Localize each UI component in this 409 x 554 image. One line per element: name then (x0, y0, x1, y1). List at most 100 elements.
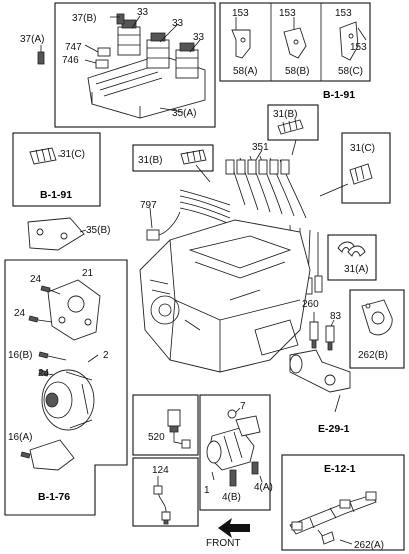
label-31b-top: 31(B) (273, 109, 297, 120)
label-351: 351 (252, 142, 269, 153)
starter-box: 7 1 4(B) 4(A) (199, 394, 273, 511)
label-58c: 58(C) (338, 66, 363, 77)
wire-boot-4 (258, 159, 268, 175)
switch-520-box: 520 (132, 394, 199, 456)
label-16a: 16(A) (8, 432, 32, 443)
harness-box: E-12-1 262(A) (281, 454, 405, 551)
label-1: 1 (204, 485, 210, 496)
clip-31b-top-box: 31(B) (267, 104, 319, 141)
ref-b191-left: B-1-91 (40, 189, 72, 201)
label-260: 260 (302, 299, 319, 310)
alternator-2 (41, 369, 95, 431)
label-58b: 58(B) (285, 66, 309, 77)
ref-e291: E-29-1 (318, 423, 350, 435)
bolt-4a (251, 461, 259, 475)
leader-31b-mid (195, 164, 211, 183)
ignition-coil-3 (175, 42, 199, 79)
label-33-c: 33 (193, 32, 205, 43)
label-262a: 262(A) (354, 540, 384, 551)
label-21: 21 (82, 268, 94, 279)
label-153-b: 153 (279, 8, 296, 19)
front-arrow-icon (218, 518, 250, 538)
label-31a: 31(A) (344, 264, 368, 275)
label-24-b: 24 (14, 308, 26, 319)
bracket-58c (339, 21, 367, 61)
bolt-24-a (40, 285, 51, 293)
label-58a: 58(A) (233, 66, 257, 77)
ref-b176: B-1-76 (38, 491, 70, 503)
plug-boot-d (314, 275, 323, 293)
ignition-wire-set: 351 (179, 142, 323, 295)
clip-31c-left-box: 31(C) B-1-91 (12, 132, 101, 207)
front-label: FRONT (206, 538, 240, 549)
wire-boot-5 (269, 159, 279, 175)
label-24-c: 24 (38, 368, 50, 379)
label-33-a: 33 (137, 7, 149, 18)
label-31c-right: 31(C) (350, 143, 375, 154)
bolt-4b (229, 469, 237, 487)
label-37a: 37(A) (20, 34, 44, 45)
label-7: 7 (240, 401, 246, 412)
label-746: 746 (62, 55, 79, 66)
bracket-58a (231, 17, 251, 59)
alternator-box: 21 24 24 16(B) 2 24 16(A) B-1-76 (4, 259, 128, 516)
wire-boot-3 (247, 159, 257, 175)
coolant-pipe: E-29-1 (289, 349, 351, 435)
label-37b: 37(B) (72, 13, 96, 24)
label-262b: 262(B) (358, 350, 388, 361)
wire-boot-2 (236, 159, 246, 175)
clip-31c-right-box: 31(C) (341, 132, 391, 204)
label-16b: 16(B) (8, 350, 32, 361)
bolt-16b (38, 351, 49, 359)
ref-e121: E-12-1 (324, 463, 356, 475)
coil-module-box: 37(B) 33 33 33 747 746 35(A) (54, 2, 216, 128)
wire-boot-1 (225, 159, 235, 175)
bracket-35b: 35(B) (27, 217, 110, 251)
sensor-260: 260 (302, 299, 319, 349)
bolt-24-b (28, 315, 39, 323)
part-746 (95, 59, 109, 69)
label-153-c: 153 (335, 8, 352, 19)
brackets-box: 153 58(A) 153 58(B) 153 153 58(C) (219, 2, 371, 82)
engine-block (139, 219, 311, 373)
part-797: 797 (140, 200, 181, 241)
leader-31b (291, 139, 297, 156)
bolt-37b (116, 13, 125, 25)
label-2: 2 (103, 350, 109, 361)
front-indicator: FRONT (206, 518, 250, 549)
label-124: 124 (152, 465, 169, 476)
washer-7 (227, 409, 237, 419)
label-31b-mid: 31(B) (138, 155, 162, 166)
label-153-c2: 153 (350, 42, 367, 53)
lower-bracket (29, 439, 75, 471)
clamp-262b-box: 262(B) (349, 289, 405, 369)
bolt-37a: 37(A) (20, 34, 44, 65)
ignition-coil-2 (146, 32, 170, 69)
bolt-24-c (38, 369, 49, 377)
sensor-124-box: 124 (132, 457, 199, 527)
label-747: 747 (65, 42, 82, 53)
label-83: 83 (330, 311, 342, 322)
label-4a: 4(A) (254, 482, 273, 493)
clip-31b-mid-box: 31(B) (132, 144, 214, 172)
clip-31a-box: 31(A) (327, 234, 377, 281)
label-31c-left: 31(C) (60, 149, 85, 160)
label-4b: 4(B) (222, 492, 241, 503)
label-35b: 35(B) (86, 225, 110, 236)
starter-motor-1 (206, 415, 261, 471)
sensor-83: 83 (325, 311, 342, 351)
label-24-a: 24 (30, 274, 42, 285)
ignition-coil-1 (117, 19, 141, 56)
leader-31c (319, 183, 349, 197)
part-747 (97, 47, 111, 57)
label-797: 797 (140, 200, 157, 211)
ref-b191-top: B-1-91 (323, 89, 355, 101)
label-35a: 35(A) (172, 108, 196, 119)
bracket-58b (283, 17, 307, 59)
bolt-16a (20, 451, 31, 459)
label-33-b: 33 (172, 18, 184, 29)
label-153-a: 153 (232, 8, 249, 19)
label-520: 520 (148, 432, 165, 443)
wire-boot-6 (280, 159, 290, 175)
